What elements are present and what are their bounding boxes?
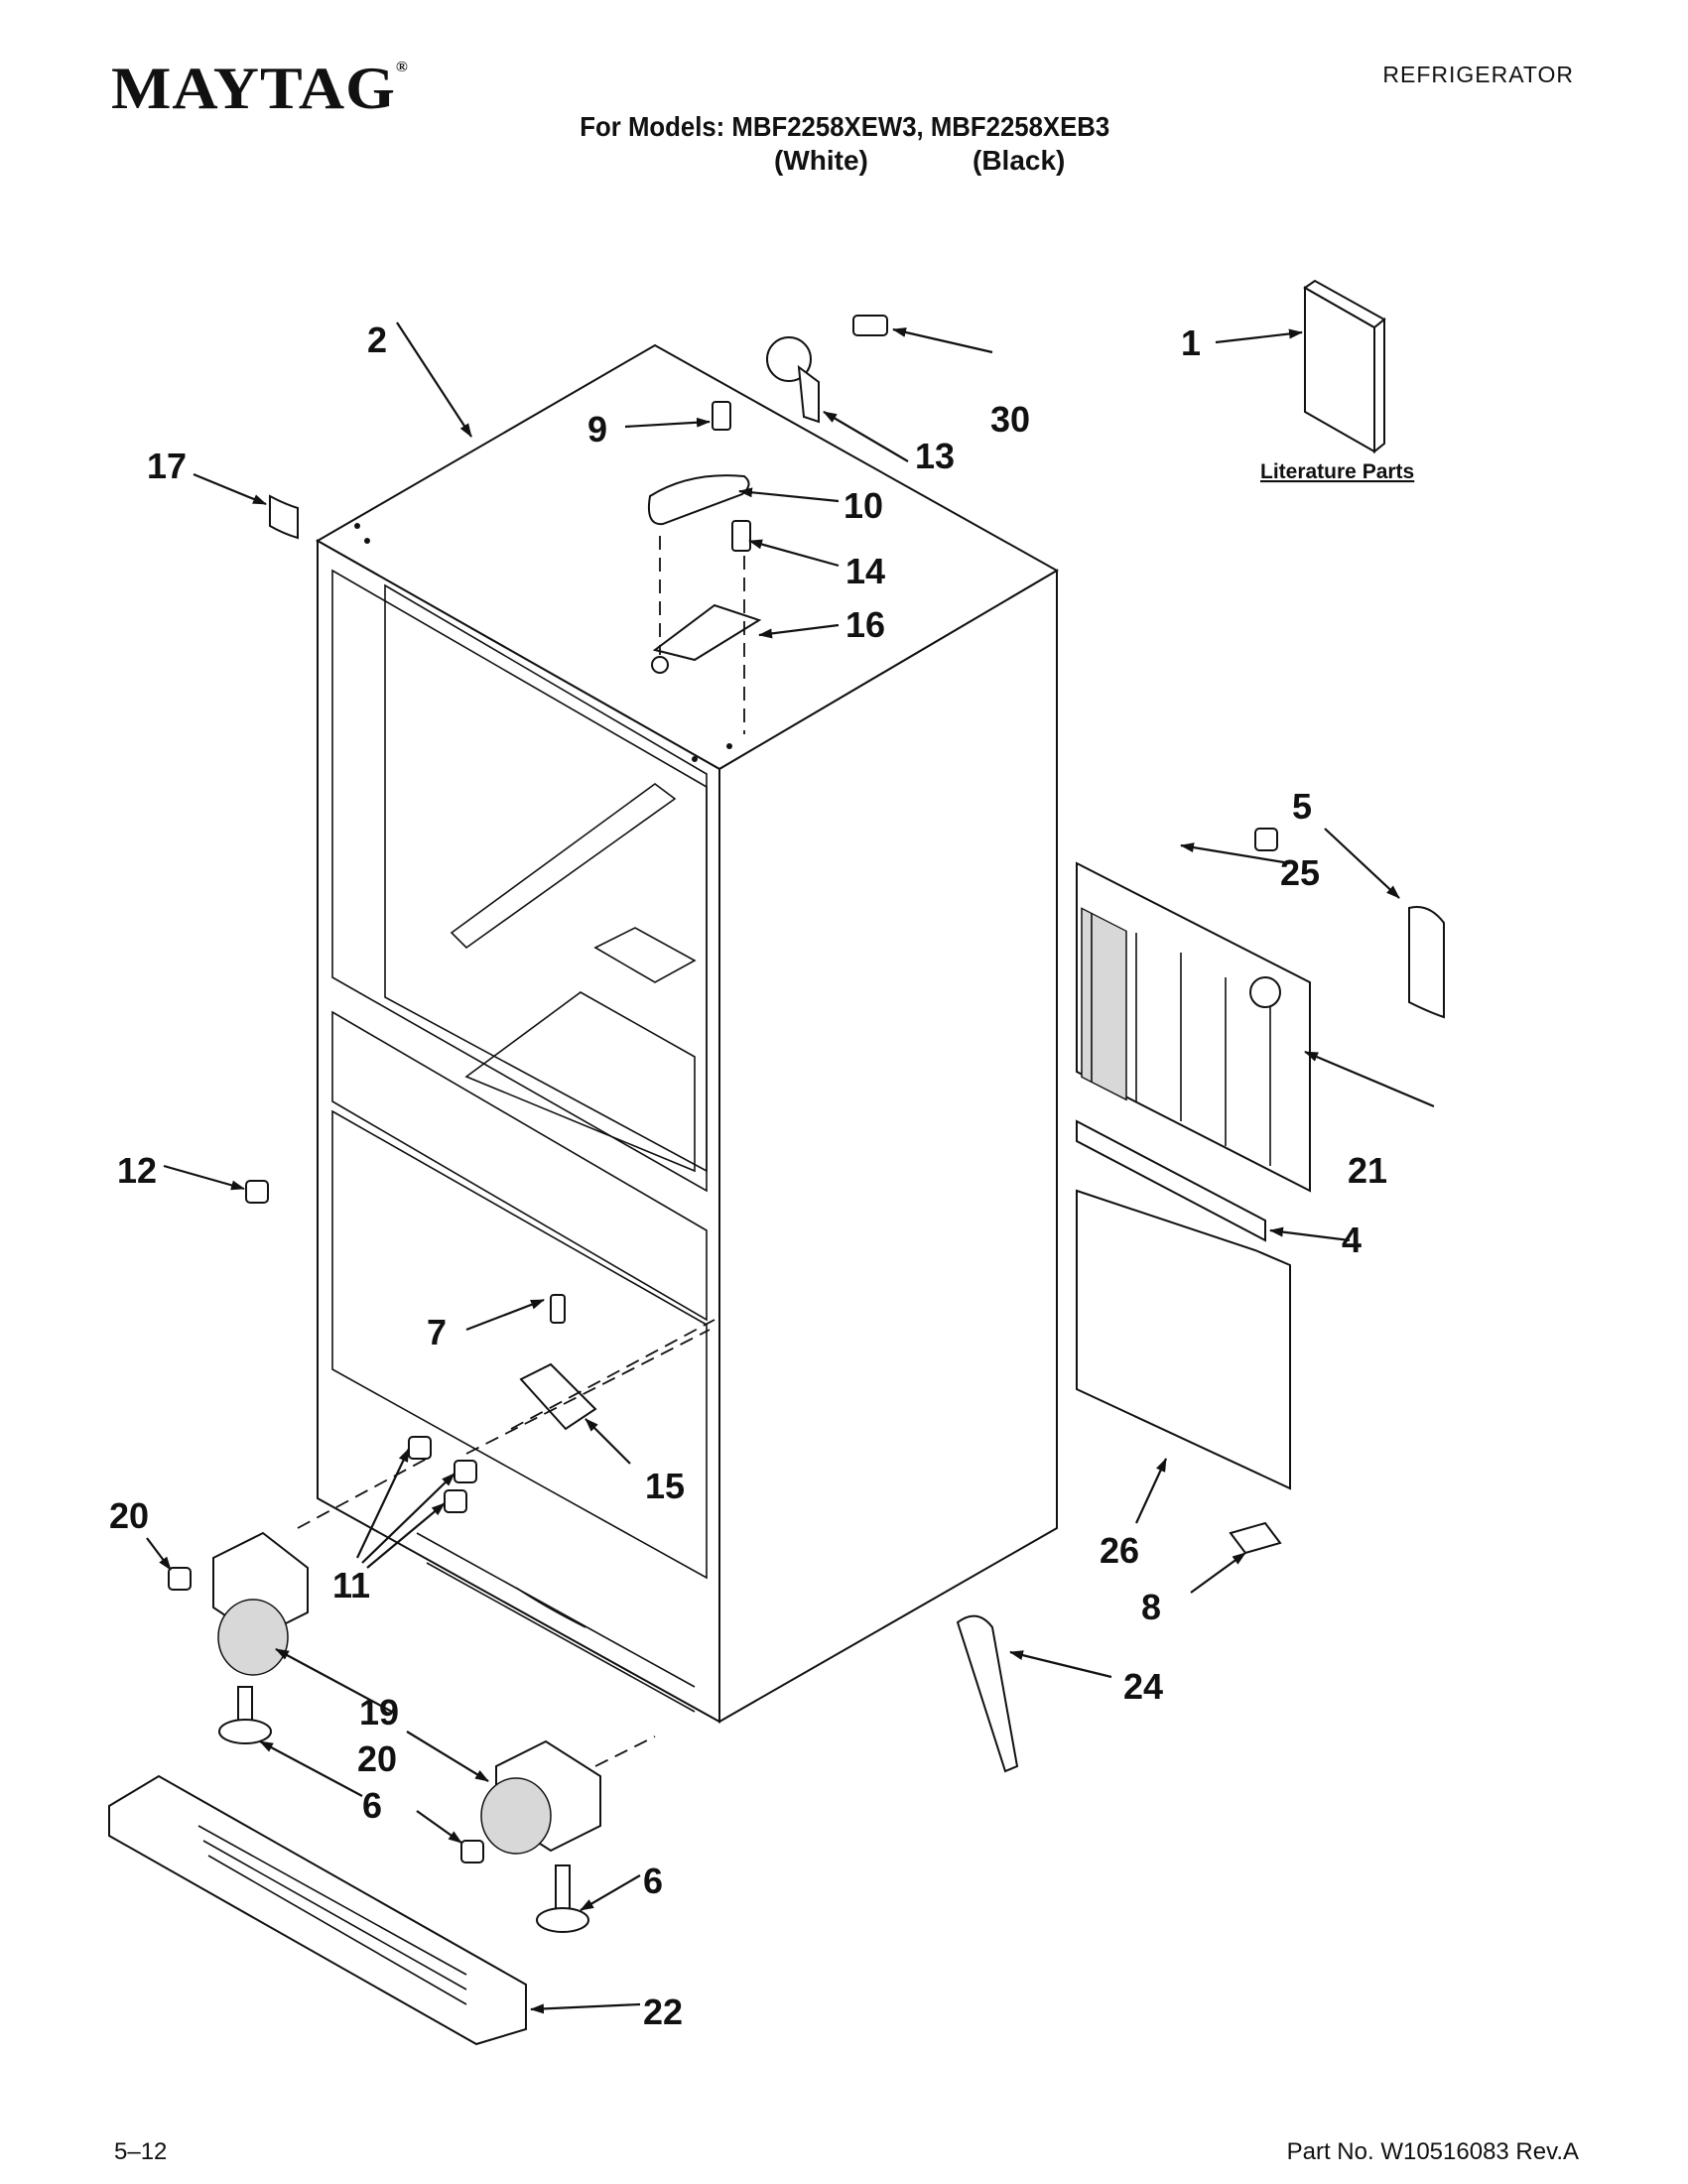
callout-1: 1 bbox=[1181, 322, 1201, 363]
callout-21: 21 bbox=[1348, 1150, 1387, 1191]
callout-17: 17 bbox=[147, 446, 187, 486]
clip-17 bbox=[269, 494, 299, 540]
callout-20a: 20 bbox=[109, 1495, 149, 1536]
top-hinge-parts bbox=[647, 315, 888, 734]
callout-4: 4 bbox=[1342, 1220, 1362, 1260]
callout-7: 7 bbox=[427, 1312, 447, 1352]
bracket-15 bbox=[519, 1362, 597, 1431]
panel-26 bbox=[1076, 1189, 1291, 1490]
product-category: REFRIGERATOR bbox=[1382, 62, 1574, 87]
variant-black: (Black) bbox=[973, 145, 1066, 176]
callout-10: 10 bbox=[844, 485, 883, 526]
callout-26: 26 bbox=[1100, 1530, 1139, 1571]
callout-numbers: 1 2 4 5 6 6 7 8 9 10 11 12 13 14 15 16 1… bbox=[109, 320, 1387, 2032]
callout-15: 15 bbox=[645, 1466, 685, 1506]
wrench-24 bbox=[956, 1614, 1019, 1773]
roller-assembly-left bbox=[212, 1531, 309, 1744]
callout-5: 5 bbox=[1292, 786, 1312, 827]
date-code: 5–12 bbox=[114, 2138, 168, 2165]
strip-4 bbox=[1076, 1119, 1266, 1242]
callout-11: 11 bbox=[332, 1565, 370, 1606]
rear-grille-panel bbox=[1076, 861, 1311, 1193]
callout-20b: 20 bbox=[357, 1738, 397, 1779]
part-number: Part No. W10516083 Rev.A bbox=[1286, 2138, 1579, 2165]
brand-logo: MAYTAG® bbox=[111, 54, 409, 123]
literature-booklet bbox=[1303, 279, 1386, 454]
toe-grille bbox=[108, 1774, 527, 2046]
models-line: For Models: MBF2258XEW3, MBF2258XEB3 bbox=[580, 111, 1110, 142]
variant-white: (White) bbox=[774, 145, 868, 176]
clip-5 bbox=[1408, 906, 1445, 1019]
callout-22: 22 bbox=[643, 1991, 683, 2032]
callout-12: 12 bbox=[117, 1150, 157, 1191]
callout-9: 9 bbox=[587, 409, 607, 450]
callout-14: 14 bbox=[845, 551, 885, 591]
brand-name: MAYTAG bbox=[111, 54, 396, 122]
callout-13: 13 bbox=[915, 436, 955, 476]
registered-mark: ® bbox=[395, 59, 409, 75]
callout-16: 16 bbox=[845, 604, 885, 645]
callout-8: 8 bbox=[1141, 1587, 1161, 1627]
callout-30: 30 bbox=[990, 399, 1030, 440]
screws bbox=[168, 828, 1278, 1863]
refrigerator-cabinet bbox=[315, 343, 1060, 1724]
callout-24: 24 bbox=[1123, 1666, 1163, 1707]
roller-assembly-right bbox=[480, 1735, 656, 1933]
leader-lines bbox=[146, 321, 1435, 2014]
literature-parts-label: Literature Parts bbox=[1260, 460, 1414, 483]
callout-2: 2 bbox=[367, 320, 387, 360]
callout-19: 19 bbox=[359, 1692, 399, 1733]
callout-6a: 6 bbox=[362, 1785, 382, 1826]
clip-8 bbox=[1229, 1521, 1282, 1555]
callout-6b: 6 bbox=[643, 1861, 663, 1901]
callout-25: 25 bbox=[1280, 852, 1320, 893]
